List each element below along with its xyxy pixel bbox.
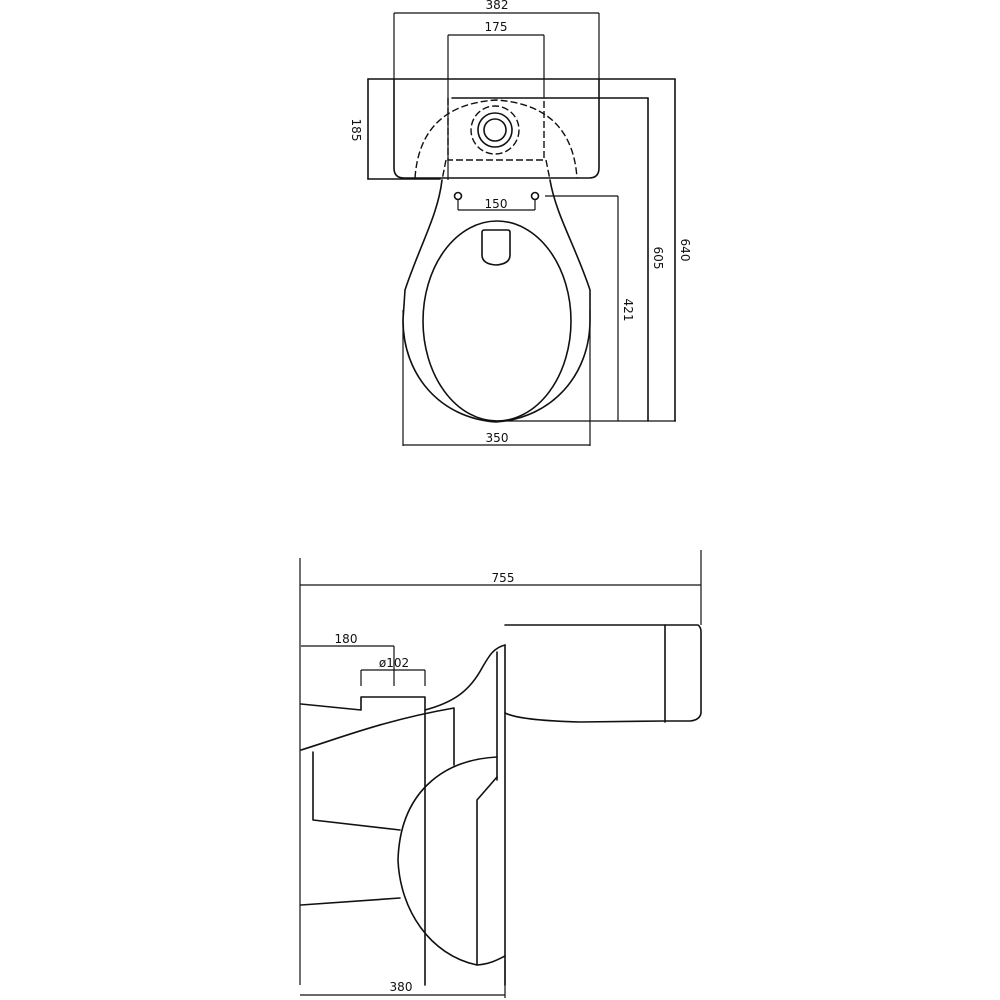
fixing-holes: 150 [453,191,540,211]
cistern-side [504,624,702,723]
dim-label-421: 421 [621,299,635,322]
cistern-outline [393,78,600,179]
pan-outline [402,179,591,423]
bowl-front-dome [397,756,506,966]
dim-label-605: 605 [651,247,665,270]
dim-label-175: 175 [485,20,508,34]
side-view: 755 180 ø102 380 [299,550,702,998]
dim-label-102: ø102 [379,656,409,670]
dim-label-180: 180 [335,632,358,646]
outlet-step [300,696,426,986]
dim-label-382: 382 [486,0,509,12]
flush-button-icon [470,105,520,155]
dim-label-185: 185 [349,119,363,142]
dim-label-380: 380 [390,980,413,994]
dim-label-640: 640 [678,239,692,262]
dim-label-150: 150 [485,197,508,211]
dim-label-350: 350 [486,431,509,445]
dim-button-width: 175 [447,20,545,180]
top-view: 382 175 185 [349,0,692,446]
pan-back-arc [414,99,578,179]
dim-cistern-width: 382 [393,0,600,80]
seat-bumper [481,229,511,266]
dim-label-755: 755 [492,571,515,585]
seat-opening [422,220,572,422]
